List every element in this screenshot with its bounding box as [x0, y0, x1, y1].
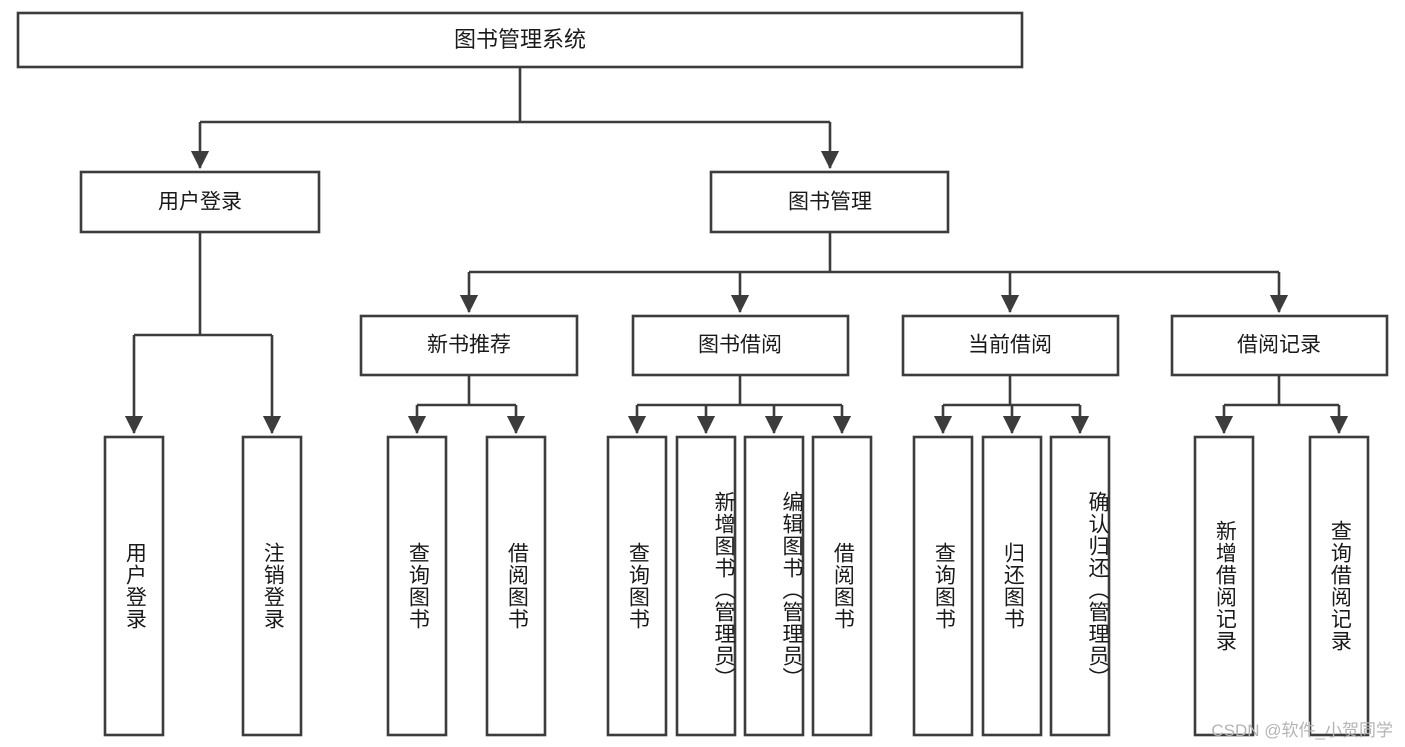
watermark-text: CSDN @软件_小贺同学 — [1211, 721, 1393, 740]
node-current-borrow-box[interactable] — [901, 314, 1120, 377]
node-borrow-records-box[interactable] — [1170, 314, 1389, 377]
node-borrow-book-2-box[interactable] — [811, 435, 873, 737]
node-user-login-box[interactable] — [79, 170, 321, 234]
node-user-logout-box[interactable] — [241, 435, 303, 737]
node-query-book-1-box[interactable] — [386, 435, 448, 737]
node-book-manage-box[interactable] — [709, 170, 950, 234]
node-book-manage[interactable]: 图书管理 — [709, 170, 950, 234]
node-book-manage-label: 图书管理 — [788, 191, 872, 214]
node-edit-book-admin-box[interactable] — [743, 435, 805, 737]
node-user-login-do-box[interactable] — [103, 435, 165, 737]
node-query-borrow-record-box[interactable] — [1308, 435, 1370, 737]
node-borrow-records-label: 借阅记录 — [1237, 334, 1321, 357]
leaf-box-layer — [103, 435, 1370, 737]
node-root-box[interactable] — [16, 11, 1024, 69]
node-current-borrow-label: 当前借阅 — [968, 334, 1052, 357]
node-add-book-admin-box[interactable] — [675, 435, 737, 737]
node-root[interactable]: 图书管理系统 — [16, 11, 1024, 69]
node-book-borrow-label: 图书借阅 — [698, 334, 782, 357]
node-root-label: 图书管理系统 — [454, 27, 586, 52]
node-book-borrow[interactable]: 图书借阅 — [631, 314, 850, 377]
node-add-borrow-record-box[interactable] — [1193, 435, 1255, 737]
node-query-book-3-box[interactable] — [912, 435, 974, 737]
node-current-borrow[interactable]: 当前借阅 — [901, 314, 1120, 377]
node-borrow-records[interactable]: 借阅记录 — [1170, 314, 1389, 377]
node-user-login[interactable]: 用户登录 — [79, 170, 321, 234]
node-book-borrow-box[interactable] — [631, 314, 850, 377]
connector-layer — [124, 67, 1349, 435]
node-borrow-book-1-box[interactable] — [485, 435, 547, 737]
node-new-book-recommend-label: 新书推荐 — [427, 334, 511, 357]
node-new-book-recommend-box[interactable] — [359, 314, 579, 377]
node-query-book-2-box[interactable] — [606, 435, 668, 737]
node-confirm-return-admin-box[interactable] — [1049, 435, 1111, 737]
node-return-book-box[interactable] — [981, 435, 1043, 737]
node-new-book-recommend[interactable]: 新书推荐 — [359, 314, 579, 377]
node-user-login-label: 用户登录 — [158, 191, 242, 214]
